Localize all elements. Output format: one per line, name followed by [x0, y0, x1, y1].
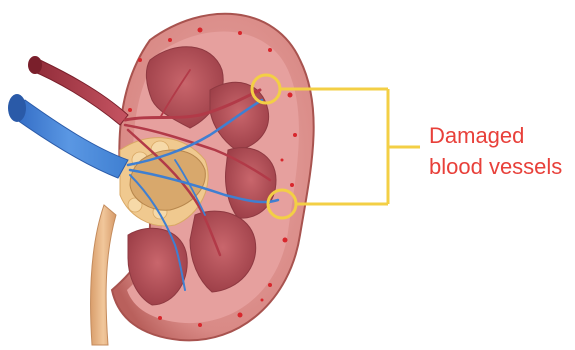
damaged-blood-vessels-label: Damaged blood vessels: [429, 120, 562, 182]
ureter: [91, 205, 117, 345]
label-line-2: blood vessels: [429, 151, 562, 182]
label-line-1: Damaged: [429, 120, 562, 151]
